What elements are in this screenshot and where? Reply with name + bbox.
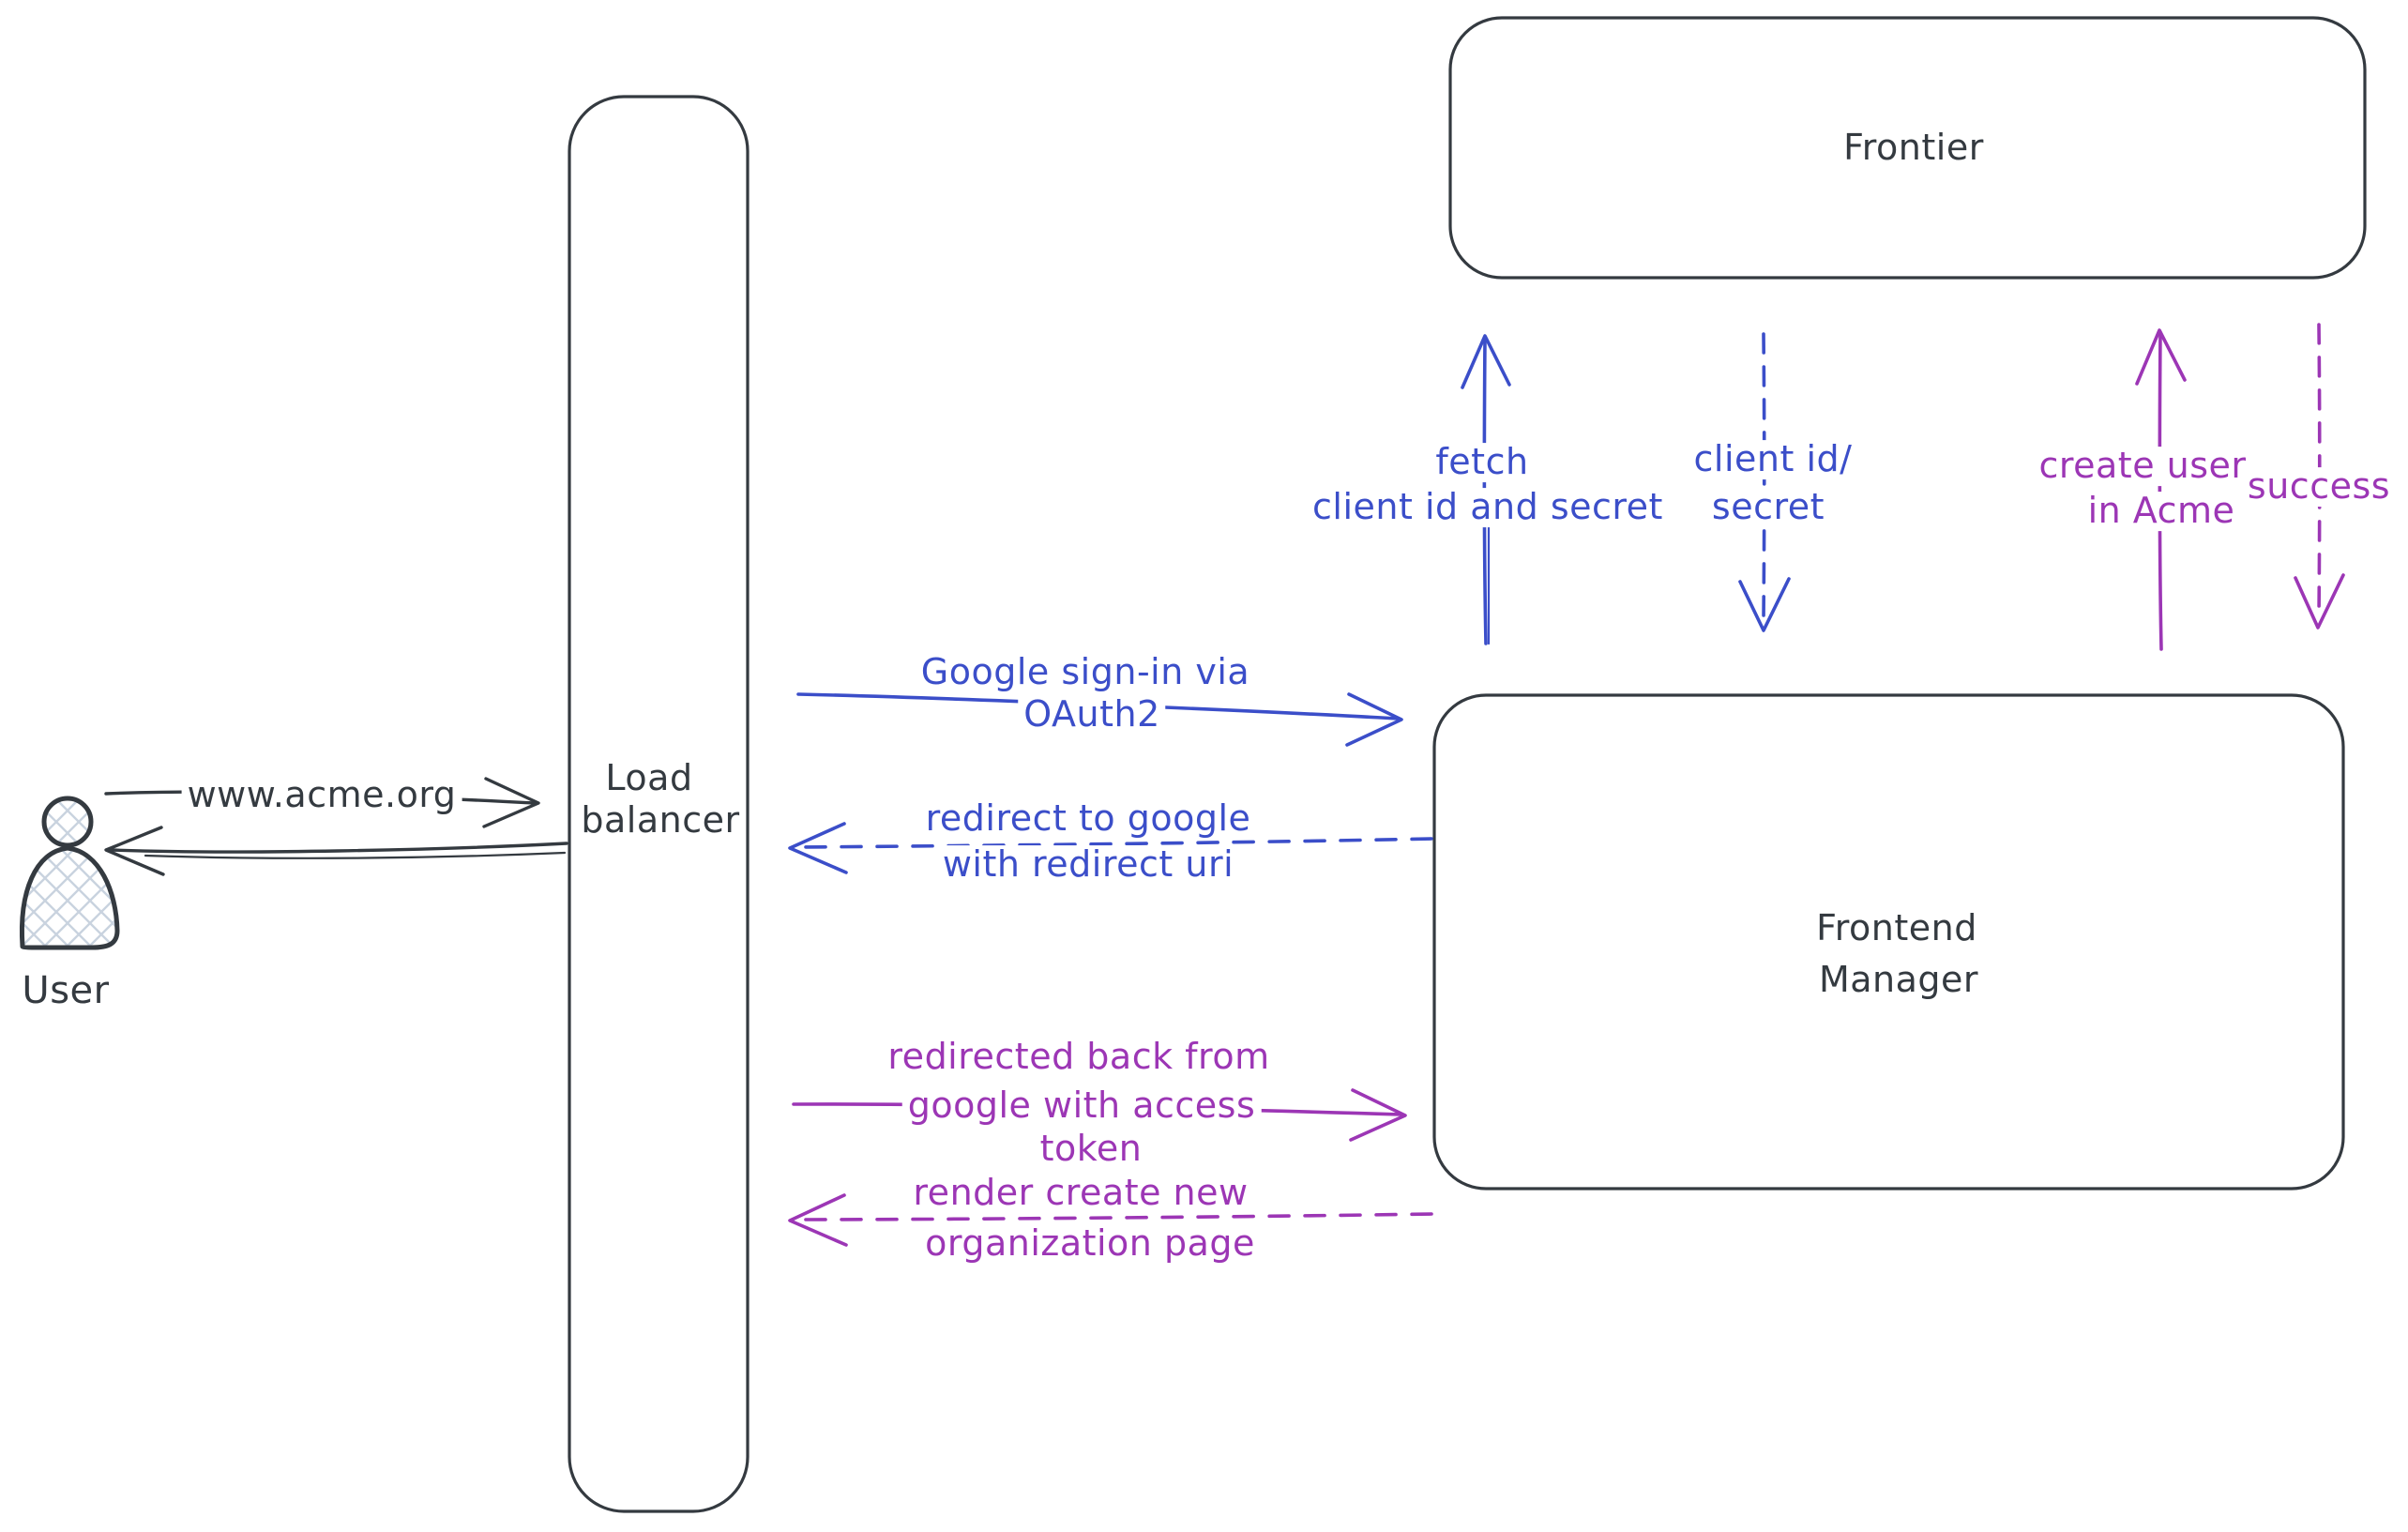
edge-label-google-signin-line1: Google sign-in via [915,652,1256,692]
user-label: User [22,969,110,1012]
user-body [19,845,120,950]
load-balancer-box [568,95,750,1513]
load-balancer-label-line1: Load [605,757,693,799]
user-head [41,796,94,848]
edge-label-create-user-line1: create user [2033,446,2252,486]
edge-label-client-id-secret-line1: client id/ [1688,439,1858,479]
frontend-manager-label-line2: Manager [1818,959,1979,1001]
edge-label-client-id-secret-line2: secret [1705,487,1831,527]
edge-label-fetch-secret-line2: client id and secret [1307,487,1669,527]
edge-label-fetch-secret-line1: fetch [1430,442,1535,482]
edge-label-redirect-google-line1: redirect to google [919,798,1257,839]
arrow-success [2294,323,2345,629]
edge-label-create-user-line2: in Acme [2082,491,2241,531]
frontend-manager-label-line1: Frontend [1816,907,1977,949]
user-person-icon [19,796,120,950]
edge-label-acme-request: www.acme.org [181,775,462,815]
frontier-box [1448,16,2367,280]
arrow-acme-response [104,826,568,876]
edge-label-google-signin-line2: OAuth2 [1018,694,1166,735]
edge-label-redirected-back-line2: google with access [901,1085,1262,1126]
arrow-redirect-google [788,822,1433,874]
edge-label-render-org-page-line1: render create new [907,1173,1254,1213]
frontend-manager-box [1432,693,2345,1191]
arrow-client-id-secret [1738,332,1791,632]
frontier-label: Frontier [1843,127,1984,169]
edge-label-render-org-page-line2: organization page [919,1223,1261,1264]
load-balancer-label-line2: balancer [581,799,740,842]
arrow-render-org-page [788,1193,1433,1247]
edge-label-redirect-google-line2: with redirect uri [936,844,1240,885]
edge-label-redirected-back-line3: token [1034,1129,1148,1169]
edge-label-redirected-back-line1: redirected back from [882,1037,1276,1077]
edge-label-success: success [2241,466,2397,507]
